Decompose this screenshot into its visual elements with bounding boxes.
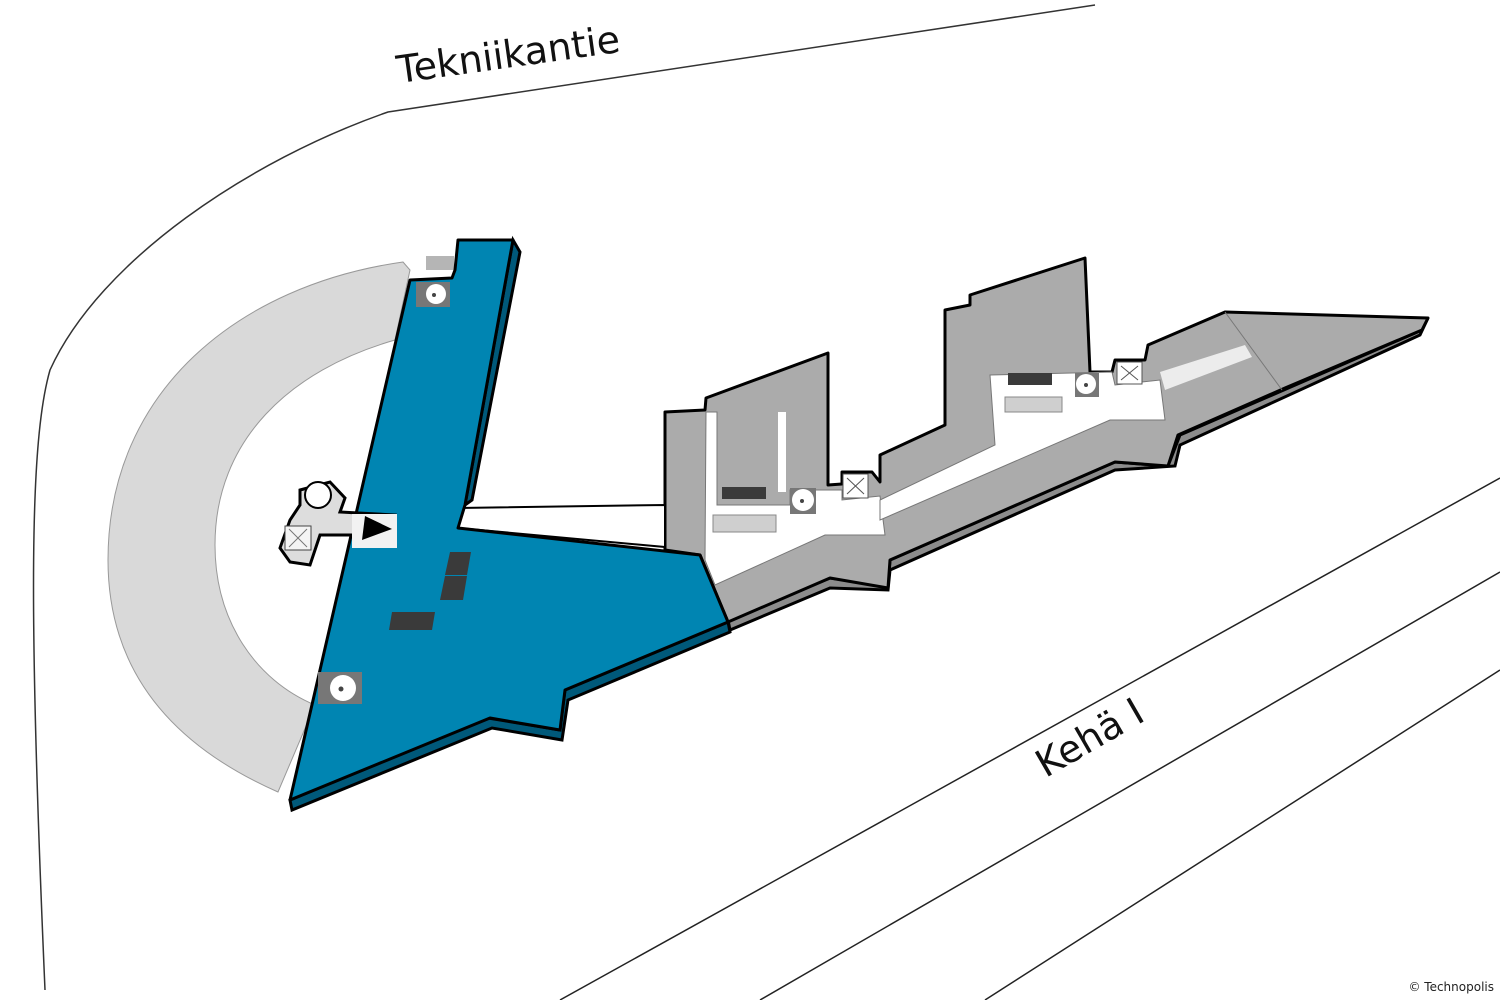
west-wing-slot bbox=[778, 412, 786, 492]
copyright-notice: © Technopolis bbox=[1408, 980, 1494, 994]
dark-block bbox=[389, 612, 435, 630]
road-keha-line bbox=[559, 477, 1500, 1000]
plaza-step bbox=[426, 256, 454, 270]
road-keha-line bbox=[759, 571, 1500, 1000]
stairs-icon[interactable] bbox=[1075, 373, 1099, 397]
stairs-icon[interactable] bbox=[318, 672, 362, 704]
building-edge bbox=[1224, 311, 1283, 391]
stairs-icon[interactable] bbox=[790, 488, 816, 514]
light-block bbox=[712, 514, 777, 533]
dark-block bbox=[440, 576, 467, 600]
stairs-icon[interactable] bbox=[304, 481, 332, 509]
road-tekniikantie bbox=[32, 4, 1096, 991]
dark-blocks bbox=[389, 373, 1052, 630]
stairs-icon[interactable] bbox=[416, 282, 450, 307]
dark-block bbox=[722, 487, 766, 499]
elevator-icon[interactable] bbox=[1116, 361, 1143, 385]
dark-block bbox=[445, 552, 471, 575]
you-are-here-arrow-icon[interactable] bbox=[352, 514, 397, 548]
elevator-icon[interactable] bbox=[284, 525, 312, 551]
east-corridor-stripe bbox=[1160, 345, 1252, 390]
entrance-structure bbox=[278, 480, 397, 567]
road-keha-line bbox=[984, 669, 1500, 1000]
east-wing-hall bbox=[879, 371, 1166, 521]
light-block bbox=[1004, 396, 1063, 413]
plaza-arc bbox=[107, 261, 411, 793]
elevator-icon[interactable] bbox=[842, 473, 869, 499]
highlighted-building[interactable] bbox=[288, 238, 730, 802]
dark-block bbox=[1008, 373, 1052, 385]
